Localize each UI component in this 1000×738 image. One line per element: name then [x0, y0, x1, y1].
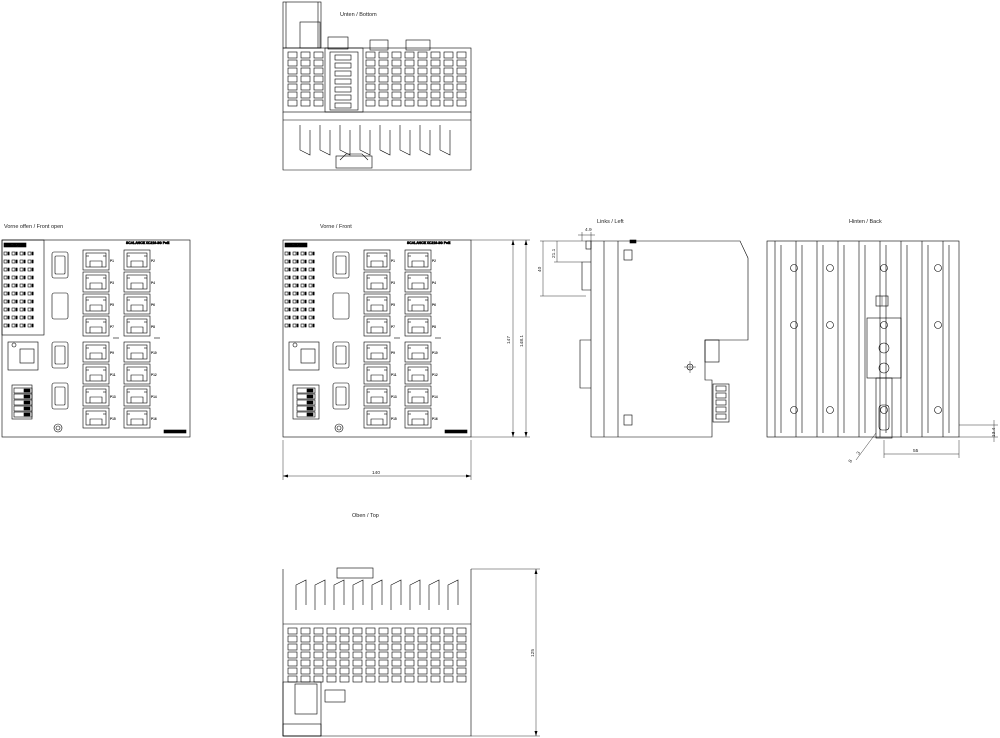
brand-open: SIEMENS	[5, 243, 21, 247]
rj45-port	[363, 363, 391, 385]
rj45-port	[404, 293, 432, 315]
model-open: SCALANCE XC216-3G PoE	[126, 241, 170, 245]
rj45-port	[123, 271, 151, 293]
rj45-port	[363, 315, 391, 337]
dim-back-angle: 8	[848, 458, 855, 464]
dim-front-height-total: 148.1	[519, 335, 525, 347]
rj45-port	[82, 315, 110, 337]
port-label: P5	[391, 303, 395, 307]
rj45-port	[404, 385, 432, 407]
rj45-port	[363, 385, 391, 407]
port-label: P12	[432, 373, 438, 377]
port-label: P4	[151, 281, 155, 285]
rj45-port	[363, 407, 391, 429]
port-label: P6	[151, 303, 155, 307]
rj45-port	[404, 363, 432, 385]
port-label: P7	[110, 325, 114, 329]
rj45-port	[363, 341, 391, 363]
rj45-port	[123, 293, 151, 315]
port-label: P15	[391, 417, 397, 421]
rj45-port	[363, 271, 391, 293]
dim-back-small: 3	[856, 450, 863, 456]
port-label: P15	[110, 417, 116, 421]
port-label: P2	[151, 259, 155, 263]
dim-left-depth: 40	[537, 266, 543, 272]
port-label: P13	[391, 395, 397, 399]
port-label: P11	[391, 373, 397, 377]
rj45-port	[123, 385, 151, 407]
port-label: P8	[432, 325, 436, 329]
port-label: P7	[391, 325, 395, 329]
port-label: P10	[432, 351, 438, 355]
rj45-port	[82, 271, 110, 293]
rj45-port	[404, 315, 432, 337]
rj45-port	[123, 363, 151, 385]
siemens-logo-front	[284, 242, 308, 248]
port-label: P12	[151, 373, 157, 377]
rj45-port	[404, 341, 432, 363]
rj45-port	[404, 249, 432, 271]
siemens-logo-open	[3, 242, 27, 248]
rj45-port	[82, 407, 110, 429]
rj45-port	[404, 407, 432, 429]
dim-left-offset: 4.9	[585, 227, 592, 233]
rj45-port	[82, 249, 110, 271]
rj45-port	[123, 315, 151, 337]
port-label: P11	[110, 373, 116, 377]
port-label: P16	[151, 417, 157, 421]
port-label: P6	[432, 303, 436, 307]
dim-top-depth: 125	[530, 649, 536, 657]
rj45-port	[82, 341, 110, 363]
dim-back-rail-width: 55	[913, 448, 919, 454]
port-label: P14	[432, 395, 438, 399]
rj45-port	[363, 293, 391, 315]
dim-front-height: 147	[506, 336, 512, 344]
dim-back-rail-offset: 13.4	[991, 427, 997, 437]
port-label: P5	[110, 303, 114, 307]
port-label: P9	[110, 351, 114, 355]
port-label: P1	[391, 259, 395, 263]
port-label: P16	[432, 417, 438, 421]
rj45-port	[82, 363, 110, 385]
brand-front: SIEMENS	[286, 243, 302, 247]
port-label: P3	[391, 281, 395, 285]
rj45-port	[123, 249, 151, 271]
port-label: P9	[391, 351, 395, 355]
port-label: P13	[110, 395, 116, 399]
port-label: P1	[110, 259, 114, 263]
rj45-port	[82, 385, 110, 407]
rj45-port	[404, 271, 432, 293]
rj45-port	[363, 249, 391, 271]
dim-left-small: 21.1	[551, 248, 557, 258]
rj45-port	[82, 293, 110, 315]
dim-front-width: 140	[372, 470, 380, 476]
port-label: P2	[432, 259, 436, 263]
port-label: P14	[151, 395, 157, 399]
port-label: P4	[432, 281, 436, 285]
rj45-port	[123, 341, 151, 363]
port-label: P10	[151, 351, 157, 355]
model-front: SCALANCE XC216-3G PoE	[407, 241, 451, 245]
port-label: P8	[151, 325, 155, 329]
rj45-port	[123, 407, 151, 429]
port-label: P3	[110, 281, 114, 285]
